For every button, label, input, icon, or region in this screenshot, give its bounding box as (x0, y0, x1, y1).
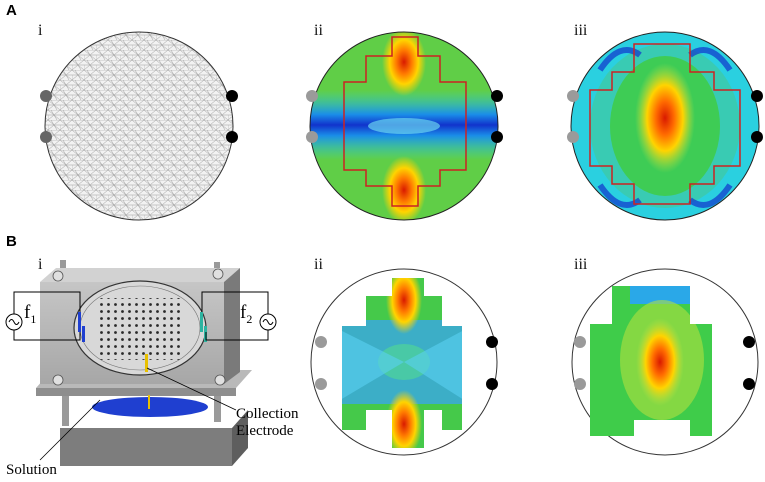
electrode-dot-icon (567, 131, 579, 143)
electrode-dot-icon (567, 90, 579, 102)
electrode-dot-icon (491, 131, 503, 143)
electrode-dot-icon (574, 378, 586, 390)
panel-a-iii-heatmap (567, 31, 763, 221)
electrode-dot-icon (40, 90, 52, 102)
ac-source-icon (259, 313, 277, 331)
panel-b-ii-heatmap (310, 268, 498, 456)
electrode-dot-icon (315, 378, 327, 390)
subpanel-b-iii-label: iii (574, 256, 588, 273)
subpanel-a-iii-label: iii (574, 22, 588, 39)
electrode-dot-icon (486, 336, 498, 348)
electrode-dot-icon (751, 131, 763, 143)
electrode-dot-icon (743, 336, 755, 348)
panel-a-i-mesh-circle (40, 31, 238, 221)
ac-source-icon (5, 313, 23, 331)
panel-b-i-apparatus (5, 260, 277, 466)
subpanel-a-i-label: i (38, 22, 43, 39)
f1-label: f1 (24, 302, 37, 326)
solution-label: Solution (6, 462, 57, 478)
subpanel-a-ii-label: ii (314, 22, 323, 39)
subpanel-b-ii-label: ii (314, 256, 323, 273)
collection-label: Collection (236, 406, 299, 422)
subpanel-b-i-label: i (38, 256, 43, 273)
panel-a-ii-heatmap (306, 31, 503, 221)
electrode-dot-icon (491, 90, 503, 102)
panel-letter-a: A (6, 2, 17, 19)
electrode-dot-icon (226, 90, 238, 102)
panel-a (40, 31, 763, 221)
electrode-dot-icon (751, 90, 763, 102)
electrode-dot-icon (40, 131, 52, 143)
electrode-dot-icon (743, 378, 755, 390)
electrode-dot-icon (574, 336, 586, 348)
electrode-dot-icon (226, 131, 238, 143)
panel-letter-b: B (6, 233, 17, 250)
electrode-dot-icon (315, 336, 327, 348)
f2-label: f2 (240, 302, 253, 326)
panel-b-iii-heatmap (571, 268, 759, 456)
electrode-dot-icon (306, 131, 318, 143)
electrode-label: Electrode (236, 423, 294, 439)
electrode-dot-icon (486, 378, 498, 390)
electrode-dot-icon (306, 90, 318, 102)
panel-b (5, 260, 759, 466)
